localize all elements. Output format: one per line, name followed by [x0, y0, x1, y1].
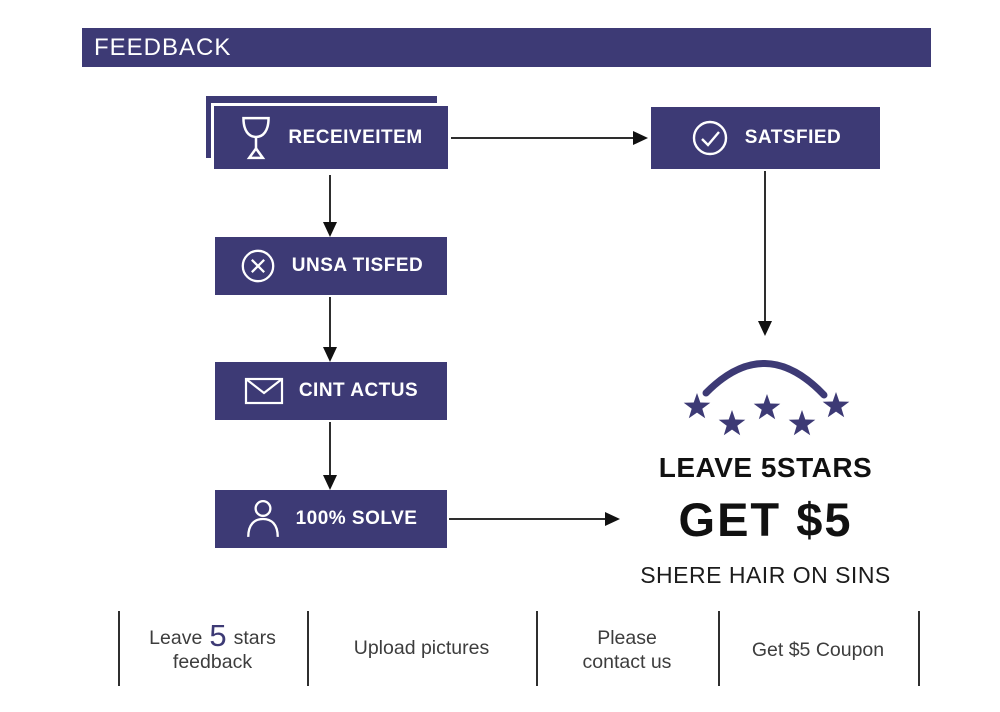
contact-box: CINT ACTUS: [215, 362, 447, 420]
star-icon: [683, 393, 711, 419]
footer-divider: [536, 611, 538, 686]
footer-leave-part2: stars: [233, 627, 276, 649]
star-icon: [753, 394, 781, 420]
footer-divider: [118, 611, 120, 686]
footer-item-coupon: Get $5 Coupon: [718, 638, 918, 662]
contact-label: CINT ACTUS: [298, 380, 419, 401]
footer-upload-label: Upload pictures: [353, 637, 490, 659]
five-stars-graphic: [683, 360, 850, 436]
footer-divider: [718, 611, 720, 686]
trophy-icon: [239, 115, 273, 161]
leave-5stars-text: LEAVE 5STARS: [658, 452, 873, 483]
envelope-icon: [244, 377, 284, 405]
footer-contact-line1: Please: [597, 627, 657, 649]
satisfied-box: SATSFIED: [651, 107, 880, 169]
footer-leave-number: 5: [209, 618, 227, 653]
x-circle-icon: [239, 247, 277, 285]
footer-leave-part1: Leave: [149, 627, 203, 649]
footer-item-contact-us: Please contact us: [536, 626, 718, 674]
receive-item-label: RECEIVEITEM: [288, 126, 423, 148]
star-icon: [822, 392, 850, 418]
star-icon: [788, 410, 816, 436]
brand-text: SHERE HAIR ON SINS: [640, 562, 891, 588]
get-5-dollars-text: GET $5: [678, 493, 853, 546]
receive-item-box: RECEIVEITEM: [211, 103, 451, 172]
check-circle-icon: [690, 118, 730, 158]
unsatisfied-label: UNSA TISFED: [291, 255, 424, 276]
arc-icon: [702, 360, 828, 399]
solve-label: 100% SOLVE: [295, 508, 418, 529]
footer-item-leave-feedback: Leave 5 stars feedback: [118, 620, 307, 674]
footer-leave-line2: feedback: [172, 651, 253, 673]
footer-divider: [307, 611, 309, 686]
footer-contact-line2: contact us: [582, 651, 672, 673]
star-icon: [718, 410, 746, 436]
unsatisfied-box: UNSA TISFED: [215, 237, 447, 295]
satisfied-label: SATSFIED: [744, 127, 842, 148]
person-icon: [245, 499, 281, 539]
footer-coupon-label: Get $5 Coupon: [751, 639, 885, 661]
header-bar: FEEDBACK: [82, 28, 931, 67]
footer-item-upload-pictures: Upload pictures: [307, 636, 536, 660]
page-title: FEEDBACK: [94, 33, 232, 61]
solve-box: 100% SOLVE: [215, 490, 447, 548]
footer-divider: [918, 611, 920, 686]
